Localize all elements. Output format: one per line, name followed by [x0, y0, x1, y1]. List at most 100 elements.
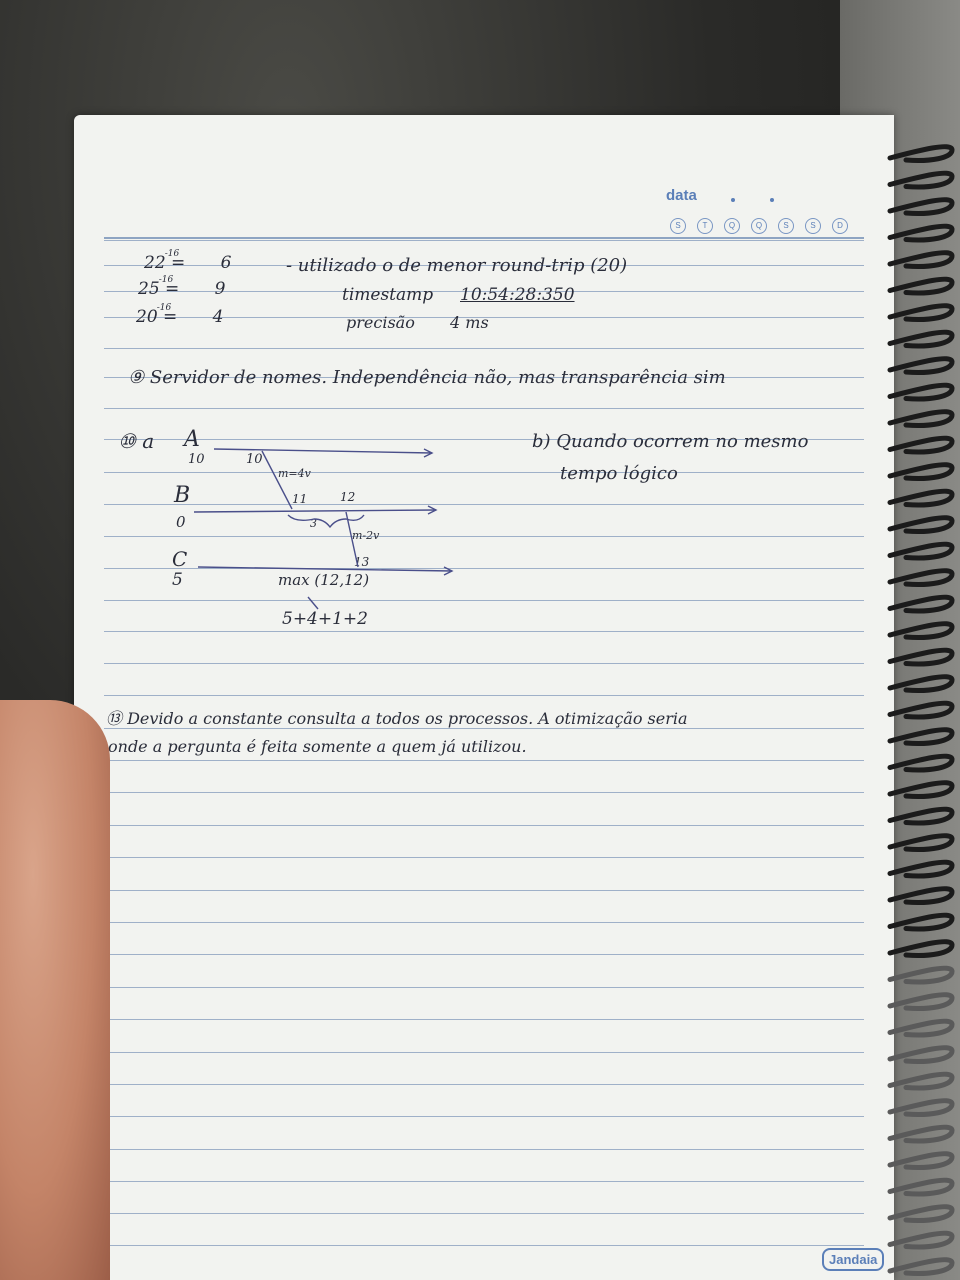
question-9: ⑨ Servidor de nomes. Independência não, …	[128, 367, 726, 388]
ruled-line	[104, 1181, 864, 1182]
b-receive-clock: 11	[292, 492, 308, 506]
ruled-line	[104, 439, 864, 440]
spiral-coil	[887, 674, 955, 693]
question-10b-line1: b) Quando ocorrem no mesmo	[532, 431, 809, 452]
arrow-b-icon	[427, 505, 438, 515]
ruled-line	[104, 663, 864, 664]
top-margin-rule	[104, 237, 864, 239]
message-1-label: m=4v	[278, 467, 311, 480]
spiral-coil	[887, 382, 955, 402]
notebook-spiral	[887, 144, 955, 1276]
message-1-arrow	[261, 450, 293, 510]
spiral-coil	[887, 1177, 955, 1197]
spiral-coil	[887, 1257, 955, 1276]
ruled-line	[104, 265, 864, 266]
spiral-coil	[887, 250, 955, 269]
ruled-line	[104, 987, 864, 988]
ruled-line	[104, 568, 864, 569]
weekday-circle: S	[670, 218, 686, 234]
process-b-timeline	[193, 509, 437, 513]
process-c-value: 5	[172, 570, 183, 590]
ruled-line	[104, 857, 864, 858]
spiral-coil	[887, 727, 955, 746]
spiral-coil	[887, 647, 955, 667]
ruled-line	[104, 504, 864, 505]
spiral-coil	[887, 912, 955, 932]
ruled-line	[104, 377, 864, 378]
process-a-send-clock: 10	[246, 452, 263, 467]
sum-expression: 5+4+1+2	[282, 609, 368, 629]
spiral-coil	[887, 833, 955, 852]
spiral-coil	[887, 780, 955, 799]
ruled-line	[104, 695, 864, 696]
spiral-coil	[887, 965, 955, 985]
ruled-line	[104, 890, 864, 891]
message-2-label: m-2v	[352, 529, 380, 542]
process-c-timeline	[197, 566, 453, 572]
spiral-coil	[887, 1204, 955, 1223]
ruled-line	[104, 1245, 864, 1246]
precisao-label: precisão	[346, 313, 415, 332]
spiral-coil	[887, 462, 955, 481]
weekday-circle: S	[778, 218, 794, 234]
question-10b-line2: tempo lógico	[560, 463, 678, 484]
spiral-coil	[887, 621, 955, 640]
spiral-coil	[887, 197, 955, 216]
spiral-coil	[887, 568, 955, 587]
spiral-coil	[887, 992, 955, 1011]
spiral-coil	[887, 329, 955, 349]
hand-thumb	[0, 700, 110, 1280]
process-b-value: 0	[176, 513, 186, 531]
value-row-1: 22 = -16 6	[144, 249, 232, 273]
timestamp-value: 10:54:28:350	[460, 285, 575, 305]
weekday-circle: T	[697, 218, 713, 234]
spiral-coil	[887, 886, 955, 905]
ruled-line	[104, 631, 864, 632]
process-a-timeline	[213, 448, 433, 454]
spiral-coil	[887, 409, 955, 428]
arrow-c-icon	[443, 566, 454, 576]
spiral-coil	[887, 541, 955, 561]
spiral-coil	[887, 170, 955, 190]
ruled-line	[104, 792, 864, 793]
timestamp-label: timestamp	[342, 285, 434, 305]
date-label: data	[666, 187, 697, 204]
question-13-line2: onde a pergunta é feita somente a quem j…	[108, 737, 527, 756]
arrow-a-icon	[423, 448, 434, 458]
process-c-label: C	[172, 547, 188, 571]
question-10-label: ⑩ a	[118, 429, 155, 453]
spiral-coil	[887, 594, 955, 614]
spiral-coil	[887, 939, 955, 958]
spiral-coil	[887, 515, 955, 534]
ruled-line	[104, 1084, 864, 1085]
ruled-line	[104, 317, 864, 318]
lamport-diagram	[193, 448, 454, 610]
ruled-line	[104, 1019, 864, 1020]
weekday-circle: Q	[724, 218, 740, 234]
date-dot	[731, 198, 735, 202]
ruled-line	[104, 291, 864, 292]
spiral-coil	[887, 1045, 955, 1064]
spiral-coil	[887, 806, 955, 826]
ruled-line	[104, 240, 864, 241]
ruled-line	[104, 600, 864, 601]
spiral-coil	[887, 435, 955, 455]
value-row-2: 25 = -16 9	[138, 275, 226, 299]
spiral-coil	[887, 859, 955, 879]
spiral-coil	[887, 1071, 955, 1091]
spiral-coil	[887, 700, 955, 720]
ruled-line	[104, 1149, 864, 1150]
spiral-coil	[887, 1151, 955, 1170]
spiral-coil	[887, 1124, 955, 1144]
spiral-coil	[887, 356, 955, 375]
spiral-coil	[887, 753, 955, 773]
process-a-value: 10	[188, 452, 205, 467]
spiral-coil	[887, 1230, 955, 1250]
util-note: - utilizado o de menor round-trip (20)	[286, 255, 628, 276]
ruled-line	[104, 728, 864, 729]
ruled-line	[104, 922, 864, 923]
brace-value: 3	[310, 517, 317, 530]
b-send-clock: 12	[340, 490, 356, 504]
spiral-coil	[887, 1098, 955, 1117]
